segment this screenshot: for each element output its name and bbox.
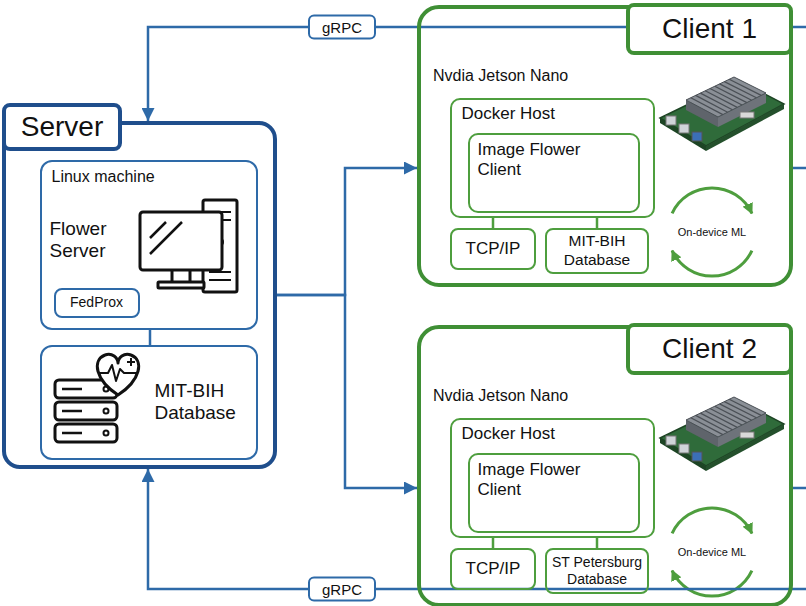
protocol-label: gRPC [308,15,376,40]
caption-label: On-device ML [678,226,746,238]
connector [492,218,495,228]
client-panel: Client 2Nvdia Jetson NanoDocker HostImag… [417,325,793,606]
heatsink-fin [720,84,752,100]
box-title: TCP/IP [452,550,534,588]
box-title: Docker Host [462,424,642,444]
jetson-board [660,77,784,151]
connector [596,218,599,228]
algorithm-box: FedProx [54,288,140,318]
device-label: Nvdia Jetson Nano [433,386,623,405]
heatsink-fin [710,89,742,106]
database-box: ST Petersburg Database [545,548,649,594]
client-illustration [660,77,784,276]
computer-icon [140,200,237,292]
client-illustration-copy [660,397,784,596]
heatsink-fin [705,91,737,108]
container-host-box: Docker HostImage Flower Client [450,98,655,218]
client-panel: Client 1Nvdia Jetson NanoDocker HostImag… [417,5,793,287]
algorithm-label: FedProx [56,290,138,316]
database-box: MIT-BIH Database [545,228,649,274]
caption-label: On-device ML [678,546,746,558]
server-panel: ServerLinux machineFlower ServerFedProxM… [2,121,277,469]
connector [277,295,417,488]
software-label: Flower Server [50,218,138,264]
heatsink-fin [715,86,747,102]
box-title: MIT-BIH Database [547,230,647,272]
database-box: MIT-BIH Database [40,345,258,460]
connector [492,538,495,548]
cycle-arrows [672,188,752,276]
client-heading: Client 2 [626,323,793,375]
machine-label: Linux machine [52,167,242,186]
box-title: Docker Host [462,104,642,124]
box-title: ST Petersburg Database [547,550,647,592]
box-title: Image Flower Client [478,460,603,501]
database-icon [55,354,139,442]
container-host-box: Docker HostImage Flower Client [450,418,655,538]
container-image-box: Image Flower Client [468,453,640,533]
machine-box: Linux machineFlower ServerFedProx [40,160,258,330]
heatsink-fin [696,95,728,112]
database-label: MIT-BIH Database [155,380,255,426]
network-box: TCP/IP [450,228,536,270]
heatsink-fin [729,79,761,95]
connector [149,330,152,345]
connector [148,469,806,589]
heatsink-fin [691,98,723,115]
heatsink-fin [700,93,732,110]
box-title: TCP/IP [452,230,534,268]
protocol-label: gRPC [308,577,376,602]
network-box: TCP/IP [450,548,536,590]
connector [596,538,599,548]
box-title: Image Flower Client [478,140,603,181]
connector [277,168,417,295]
container-image-box: Image Flower Client [468,133,640,213]
heatsink-fin [724,82,756,98]
server-heading: Server [2,103,122,151]
device-label: Nvdia Jetson Nano [433,66,623,85]
client-heading: Client 1 [626,3,793,55]
